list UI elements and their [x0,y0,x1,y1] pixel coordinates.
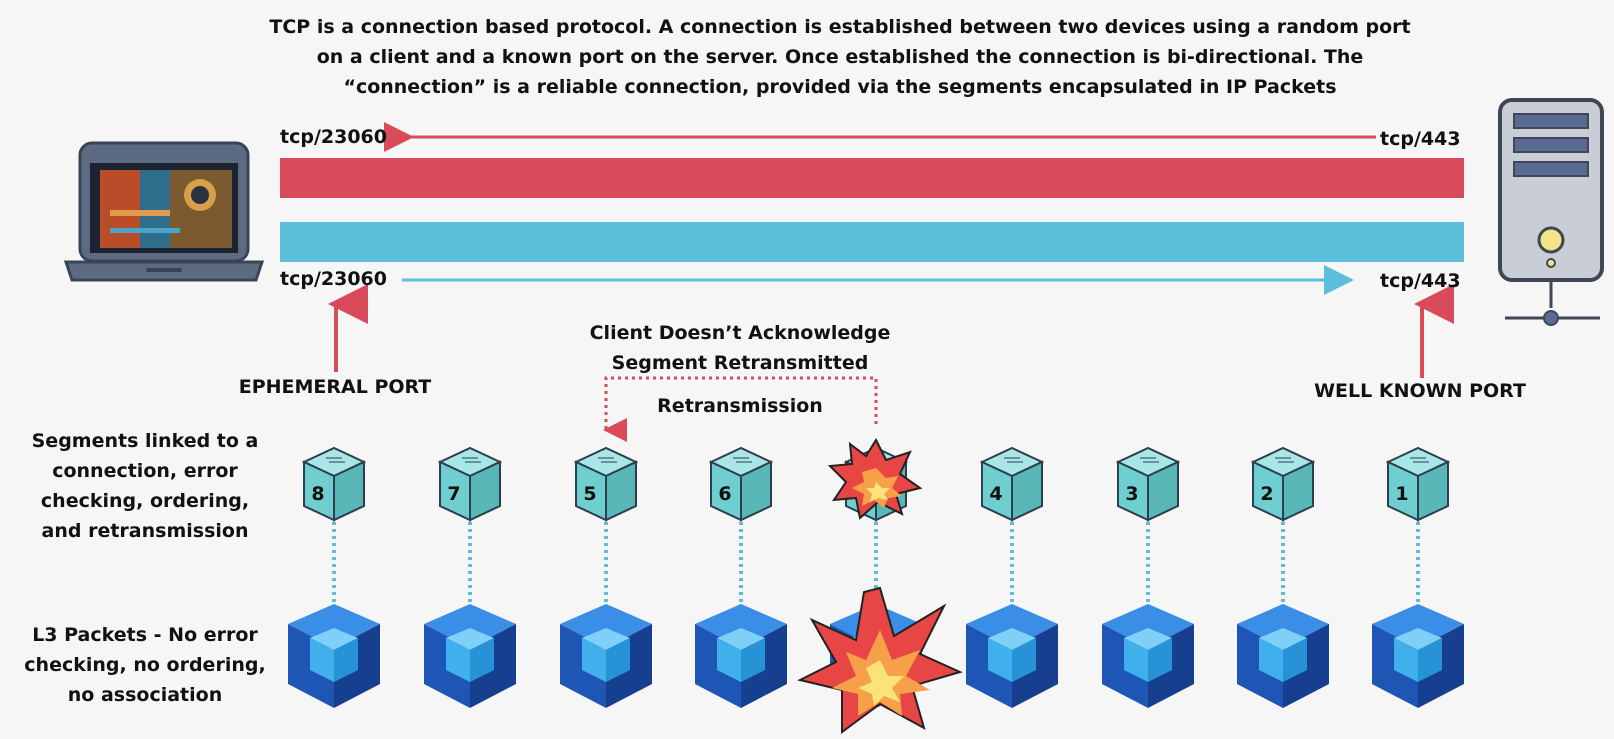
packets-line-3: no association [67,684,223,706]
packet-cube [1372,604,1464,708]
ephemeral-port-label: EPHEMERAL PORT [238,376,432,398]
server-port-bottom: tcp/443 [1380,270,1461,292]
segment-number: 1 [1395,483,1408,505]
client-port-top: tcp/23060 [280,126,387,148]
segment-number: 5 [583,483,596,505]
lost-packet-explosion-icon [797,586,963,734]
packets-description: L3 Packets - No error checking, no order… [10,620,280,710]
segment-number: 3 [1125,483,1138,505]
segment-cube [301,446,367,522]
server-to-client-channel [280,158,1464,198]
packet-cube [1102,604,1194,708]
title-line-2: on a client and a known port on the serv… [316,46,1364,68]
client-port-bottom: tcp/23060 [280,268,387,290]
segment-cube [437,446,503,522]
segment-number: 8 [311,483,324,505]
title-line-3: “connection” is a reliable connection, p… [343,76,1337,98]
client-ack-label: Client Doesn’t Acknowledge Segment Retra… [560,318,920,378]
segment-cube [573,446,639,522]
segments-line-3: checking, ordering, [40,490,250,512]
packet-cube [424,604,516,708]
segment-number: 4 [989,483,1002,505]
client-ack-line-2: Segment Retransmitted [611,352,869,374]
segments-description: Segments linked to a connection, error c… [10,426,280,546]
packets-line-1: L3 Packets - No error [32,624,258,646]
packet-cube [966,604,1058,708]
lost-segment-explosion-icon [827,437,923,520]
segment-cube [1385,446,1451,522]
segments-line-4: and retransmission [41,520,249,542]
packet-cube [695,604,787,708]
laptop-icon [63,141,265,282]
packet-cube [1237,604,1329,708]
segments-line-2: connection, error [52,460,238,482]
server-port-top: tcp/443 [1380,128,1461,150]
client-to-server-channel [280,222,1464,262]
segment-cube [1115,446,1181,522]
segment-cube [979,446,1045,522]
server-tower-icon [1498,98,1604,326]
segment-cube [1250,446,1316,522]
packet-cube [560,604,652,708]
segment-number: 2 [1260,483,1273,505]
well-known-port-label: WELL KNOWN PORT [1314,380,1526,402]
title-line-1: TCP is a connection based protocol. A co… [269,16,1411,38]
retransmission-label: Retransmission [657,395,823,417]
segment-number: 7 [447,483,460,505]
packet-cube [288,604,380,708]
packets-line-2: checking, no ordering, [24,654,266,676]
segment-number: 6 [718,483,731,505]
client-ack-line-1: Client Doesn’t Acknowledge [589,322,891,344]
retransmission-path [603,376,878,442]
diagram-title: TCP is a connection based protocol. A co… [250,12,1430,102]
segment-cube [708,446,774,522]
segments-line-1: Segments linked to a [31,430,259,452]
